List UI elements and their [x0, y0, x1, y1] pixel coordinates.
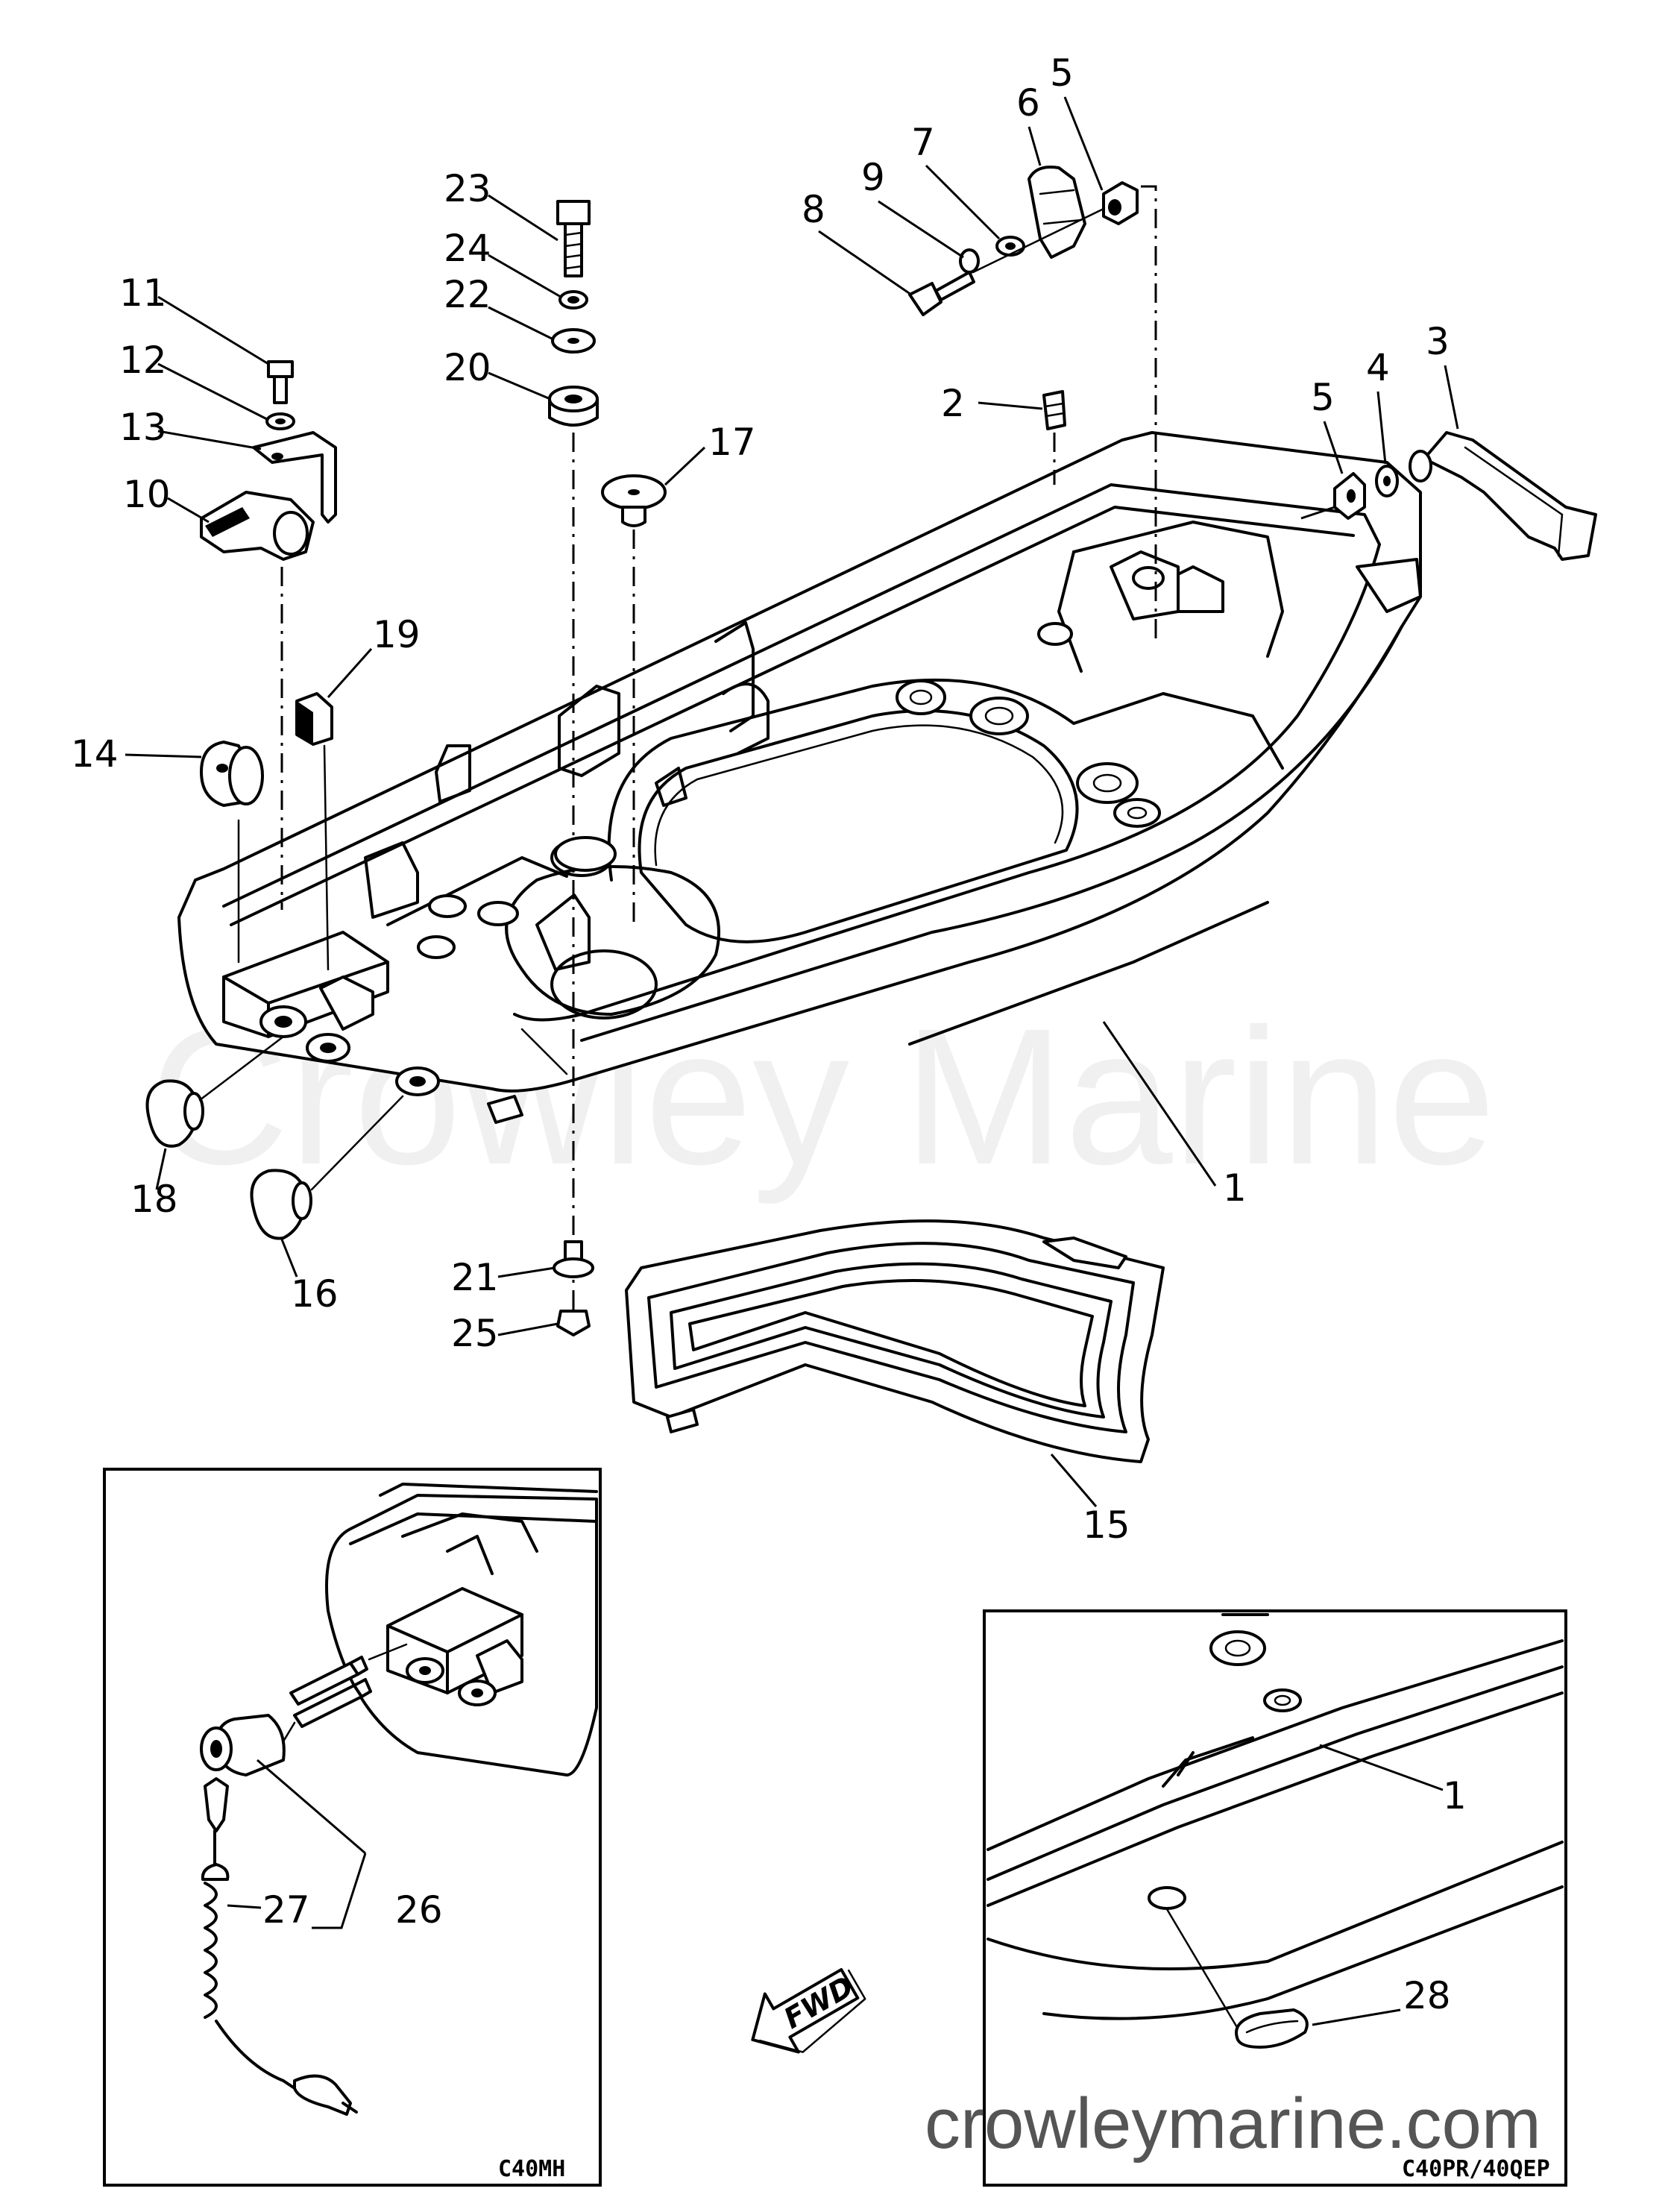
callout-28: 28 — [1403, 1974, 1451, 2017]
callout-2: 2 — [941, 382, 965, 425]
callout-8: 8 — [802, 188, 825, 231]
part-17-grommet — [601, 474, 667, 527]
part-23-bolt — [556, 200, 591, 277]
callout-10: 10 — [123, 473, 171, 516]
part-20-grommet — [548, 386, 599, 427]
fwd-arrow: FWD — [751, 1967, 866, 2054]
part-5-bushing-top — [1102, 181, 1139, 225]
callout-4: 4 — [1366, 346, 1390, 389]
callout-24: 24 — [444, 227, 491, 270]
part-16-plug — [250, 1169, 312, 1240]
inset-callout-1: 1 — [1443, 1774, 1467, 1817]
part-20-seat — [554, 836, 617, 872]
callout-20: 20 — [444, 346, 491, 389]
callout-23: 23 — [444, 167, 491, 210]
callout-13: 13 — [119, 406, 167, 449]
callout-19: 19 — [373, 613, 421, 656]
inset-label-c40pr-40qep: C40PR/40QEP — [1402, 2156, 1550, 2182]
callout-25: 25 — [451, 1312, 499, 1355]
part-10-holder — [200, 491, 315, 561]
inset-label-c40mh: C40MH — [498, 2156, 565, 2182]
part-5-bushing-right — [1333, 472, 1366, 520]
callouts: 1 2 3 4 5 5 6 7 9 8 11 12 1 — [71, 51, 1459, 1547]
part-13-clip — [252, 431, 337, 524]
callout-5-right: 5 — [1311, 376, 1335, 419]
callout-3: 3 — [1426, 320, 1450, 363]
inset-c40pr-40qep: 28 1 C40PR/40QEP — [983, 1609, 1567, 2187]
part-11-bolt — [267, 360, 294, 404]
part-8-bolt — [908, 271, 975, 316]
footer-url: crowleymarine.com — [925, 2084, 1541, 2164]
callout-15: 15 — [1083, 1504, 1130, 1547]
callout-7: 7 — [911, 121, 935, 164]
callout-26: 26 — [395, 1888, 443, 1932]
callout-17: 17 — [708, 421, 756, 464]
callout-11: 11 — [119, 271, 167, 315]
part-25-nut — [556, 1310, 591, 1336]
callout-22: 22 — [444, 273, 491, 316]
part-22-washer — [551, 328, 596, 354]
callout-14: 14 — [71, 732, 119, 776]
callout-1: 1 — [1223, 1166, 1247, 1210]
callout-12: 12 — [119, 339, 167, 382]
callout-9: 9 — [861, 156, 885, 199]
callout-21: 21 — [451, 1256, 499, 1299]
part-14-plug — [200, 741, 264, 807]
callout-27: 27 — [262, 1888, 310, 1932]
part-15-gasket — [625, 1219, 1165, 1463]
part-19-clip — [295, 692, 333, 746]
part-21-collar — [553, 1240, 594, 1278]
part-2-pin — [1042, 390, 1066, 430]
part-3-lever — [1409, 431, 1597, 561]
inset-c40mh: 26 27 C40MH — [103, 1468, 602, 2187]
part-18-plug — [145, 1079, 204, 1148]
part-6-bracket — [1028, 166, 1086, 259]
part-12-washer — [265, 412, 295, 430]
part-7-washer — [995, 236, 1025, 257]
part-24-washer — [558, 290, 588, 310]
callout-18: 18 — [130, 1178, 178, 1221]
part-4-washer — [1375, 465, 1399, 497]
part-9-washer — [959, 248, 980, 274]
callout-16: 16 — [291, 1272, 339, 1316]
callout-5-top: 5 — [1050, 51, 1074, 95]
fwd-label: FWD — [778, 1970, 859, 2035]
callout-6: 6 — [1016, 81, 1040, 125]
